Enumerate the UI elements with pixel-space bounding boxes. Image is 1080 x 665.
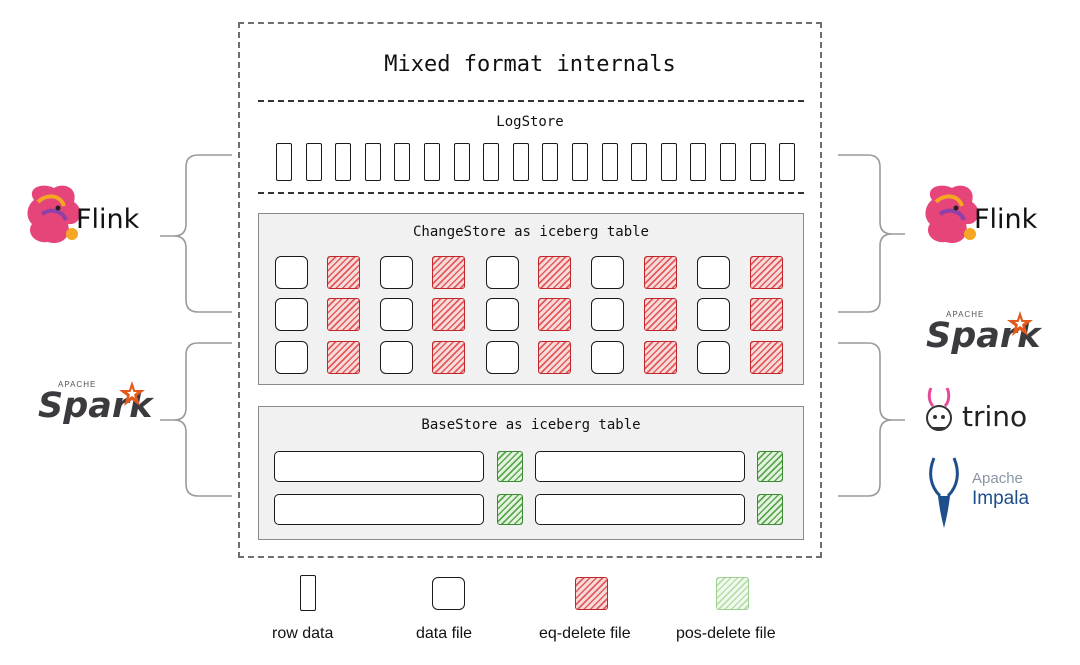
data-file — [380, 298, 413, 331]
eq-delete-file — [644, 298, 677, 331]
data-file — [591, 256, 624, 289]
legend-eq-delete-label: eq-delete file — [539, 625, 631, 642]
right-trino-label: trino — [962, 400, 1028, 433]
data-file — [697, 341, 730, 374]
logstore-label: LogStore — [496, 114, 564, 130]
row-data-record — [394, 143, 411, 181]
eq-delete-file — [750, 341, 783, 374]
data-file — [486, 256, 519, 289]
left-flink-label: Flink — [76, 204, 140, 235]
left-spark-apache: APACHE — [58, 380, 97, 389]
legend-row-data-label: row data — [272, 625, 334, 642]
divider-bottom — [258, 192, 804, 194]
data-file — [380, 256, 413, 289]
legend-data-file-swatch — [432, 577, 465, 610]
row-data-record — [720, 143, 736, 181]
mixed-format-container — [238, 22, 822, 558]
divider-top — [258, 100, 804, 102]
data-file — [275, 256, 308, 289]
row-data-record — [305, 143, 322, 181]
legend-pos-delete-label: pos-delete file — [676, 625, 776, 642]
row-data-record — [276, 143, 292, 181]
impala-antelope-icon — [929, 457, 959, 528]
data-file — [591, 341, 624, 374]
data-file — [697, 256, 730, 289]
row-data-record — [631, 143, 648, 181]
base-data-file — [535, 451, 745, 482]
right-flink-bracket — [838, 154, 905, 313]
right-impala-apache: Apache — [972, 470, 1023, 487]
eq-delete-file — [327, 298, 360, 331]
flink-squirrel-icon — [27, 185, 81, 244]
eq-delete-file — [327, 256, 360, 289]
data-file — [486, 298, 519, 331]
data-file — [591, 298, 624, 331]
eq-delete-file — [432, 256, 465, 289]
data-file — [486, 341, 519, 374]
legend-data-file-label: data file — [416, 625, 473, 642]
row-data-record — [779, 143, 796, 181]
eq-delete-file — [327, 341, 360, 374]
spark-star-icon — [119, 381, 145, 406]
right-trino-logo: trino — [922, 386, 1042, 442]
pos-delete-file — [757, 451, 783, 482]
right-engines-bracket — [838, 342, 905, 497]
base-data-file — [274, 451, 484, 482]
right-spark-logo: APACHE Spark — [926, 310, 1040, 370]
eq-delete-file — [538, 298, 571, 331]
base-data-file — [274, 494, 484, 525]
flink-squirrel-icon — [925, 185, 979, 244]
right-flink-logo: Flink — [918, 180, 1058, 250]
legend-eq-delete-swatch — [575, 577, 608, 610]
right-impala-logo: Apache Impala — [926, 456, 1046, 530]
row-data-record — [335, 143, 352, 181]
eq-delete-file — [538, 341, 571, 374]
row-data-record — [690, 143, 707, 181]
left-spark-bracket — [160, 342, 232, 497]
legend-row-data-swatch — [300, 575, 316, 611]
base-data-file — [535, 494, 745, 525]
eq-delete-file — [750, 256, 783, 289]
row-data-record — [424, 143, 440, 181]
trino-bunny-icon — [926, 387, 952, 431]
row-data-record — [572, 143, 588, 181]
row-data-record — [749, 143, 766, 181]
eq-delete-file — [432, 298, 465, 331]
data-file — [380, 341, 413, 374]
row-data-record — [512, 143, 529, 181]
pos-delete-file — [757, 494, 783, 525]
data-file — [275, 298, 308, 331]
row-data-record — [660, 143, 677, 181]
right-impala-label: Impala — [972, 488, 1030, 509]
data-file — [697, 298, 730, 331]
eq-delete-file — [750, 298, 783, 331]
diagram-title: Mixed format internals — [384, 52, 676, 77]
spark-star-icon — [1007, 311, 1033, 336]
right-spark-apache: APACHE — [946, 310, 985, 319]
eq-delete-file — [644, 341, 677, 374]
row-data-record — [601, 143, 618, 181]
pos-delete-file — [497, 494, 523, 525]
left-flink-bracket — [160, 154, 232, 313]
eq-delete-file — [432, 341, 465, 374]
left-spark-logo: APACHE Spark — [38, 380, 152, 440]
eq-delete-file — [644, 256, 677, 289]
right-flink-label: Flink — [974, 204, 1038, 235]
row-data-record — [453, 143, 470, 181]
pos-delete-file — [497, 451, 523, 482]
data-file — [275, 341, 308, 374]
basestore-label: BaseStore as iceberg table — [421, 417, 641, 433]
changestore-label: ChangeStore as iceberg table — [412, 224, 649, 240]
row-data-record — [542, 143, 559, 181]
row-data-record — [483, 143, 500, 181]
eq-delete-file — [538, 256, 571, 289]
row-data-record — [364, 143, 381, 181]
legend-pos-delete-swatch — [716, 577, 749, 610]
left-flink-logo: Flink — [20, 180, 160, 250]
